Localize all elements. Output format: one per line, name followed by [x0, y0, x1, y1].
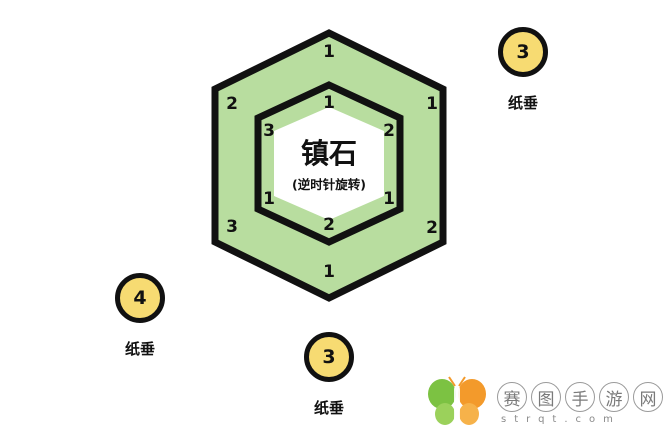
- outer-ring-upper-right-number: 1: [426, 94, 438, 114]
- inner-ring-upper-right-number: 2: [383, 121, 395, 141]
- inner-ring-lower-left-number: 1: [263, 189, 275, 209]
- outer-ring-lower-right-number: 2: [426, 218, 438, 238]
- watermark-text: 赛 图 手 游 网: [497, 382, 663, 412]
- watermark-char: 游: [599, 382, 629, 412]
- inner-ring-lower-right-number: 1: [383, 189, 395, 209]
- outer-ring-lower-left-number: 3: [226, 217, 238, 237]
- watermark-domain: strqt.com: [501, 414, 621, 425]
- outer-ring-top-number: 1: [323, 42, 335, 62]
- outer-ring-upper-left-number: 2: [226, 94, 238, 114]
- watermark-char: 图: [531, 382, 561, 412]
- paper-talisman-label-bottom: 纸垂: [313, 399, 344, 417]
- center-rotation-hint: (逆时针旋转): [292, 177, 366, 192]
- inner-ring-upper-left-number: 3: [263, 121, 275, 141]
- outer-ring-bottom-number: 1: [323, 262, 335, 282]
- inner-ring-top-number: 1: [323, 93, 335, 113]
- watermark-char: 网: [633, 382, 663, 412]
- center-stone-title: 镇石: [300, 137, 357, 170]
- butterfly-logo-icon: [428, 376, 486, 425]
- center-hexagon: [274, 107, 384, 220]
- paper-talisman-token-left[interactable]: 4: [115, 273, 165, 323]
- inner-ring-bottom-number: 2: [323, 215, 335, 235]
- paper-talisman-label-left: 纸垂: [124, 340, 155, 358]
- watermark-char: 手: [565, 382, 595, 412]
- paper-talisman-token-top-right[interactable]: 3: [498, 27, 548, 77]
- watermark-char: 赛: [497, 382, 527, 412]
- paper-talisman-token-bottom[interactable]: 3: [304, 332, 354, 382]
- paper-talisman-label-top-right: 纸垂: [507, 94, 538, 112]
